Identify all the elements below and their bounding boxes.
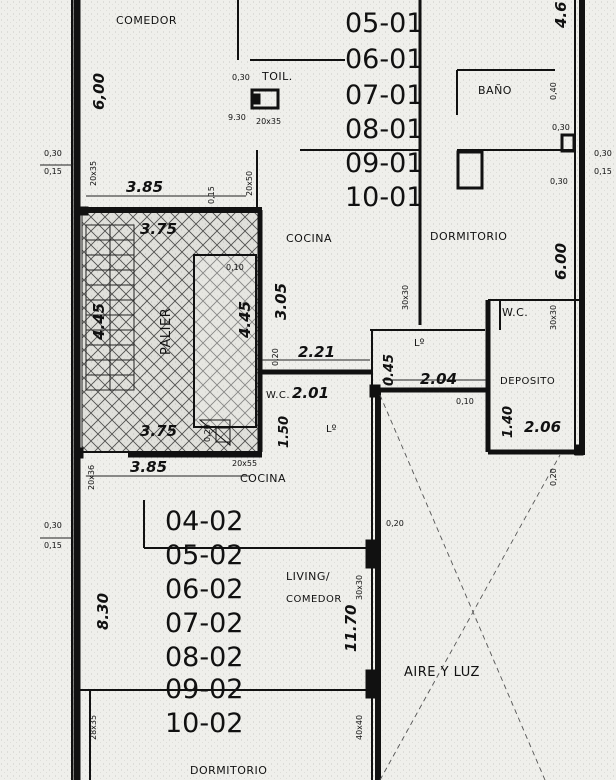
annotation: 20x50 <box>245 171 254 196</box>
annotation: 0,30 <box>594 149 612 158</box>
room-label-living-comedor: COMEDOR <box>286 594 342 605</box>
unit-number: 05-01 <box>345 8 423 39</box>
room-label-comedor-top: COMEDOR <box>116 14 177 27</box>
dim-0-45: 0.45 <box>382 354 397 386</box>
unit-number: 08-01 <box>345 114 423 145</box>
annotation: 0,30 <box>44 149 62 158</box>
dimension-lines <box>40 164 486 539</box>
room-label-living: LIVING/ <box>286 570 330 583</box>
interior-walls <box>74 0 584 780</box>
dim-8-30: 8.30 <box>94 593 112 630</box>
annotation: Lº <box>414 338 425 349</box>
unit-number: 09-01 <box>345 148 423 179</box>
annotation: 0,15 <box>44 167 62 176</box>
room-label-toilet: TOIL. <box>261 70 293 83</box>
dim-3-05: 3.05 <box>272 283 290 320</box>
dim-2-04: 2.04 <box>420 370 457 388</box>
annotation: 0,20 <box>203 424 212 442</box>
room-label-palier: PALIER <box>159 308 174 355</box>
dim-1-40: 1.40 <box>501 406 516 438</box>
unit-number: 04-02 <box>165 506 243 537</box>
annotation: 0,15 <box>44 541 62 550</box>
annotation: 9.30 <box>228 113 246 122</box>
small-annotations: 0,30 0,15 0,30 0,15 0,30 0,15 0,20 0,10 … <box>44 73 612 740</box>
room-label-wc-top: W.C. <box>502 306 528 319</box>
stair <box>85 224 135 391</box>
annotation: 0,10 <box>226 263 244 272</box>
annotation: 20x35 <box>256 117 281 126</box>
unit-number: 06-02 <box>165 574 243 605</box>
annotation: 0,30 <box>550 177 568 186</box>
annotation: 28x35 <box>89 715 98 740</box>
room-label-dormitorio-top: DORMITORIO <box>430 230 507 243</box>
annotation: 20x55 <box>232 459 257 468</box>
room-label-dormitorio-bottom: DORMITORIO <box>190 764 267 777</box>
dim-4-6: 4.6 <box>552 1 570 29</box>
annotation: 40x40 <box>355 715 364 740</box>
annotation: 0,15 <box>207 186 216 204</box>
annotation: 20x35 <box>89 161 98 186</box>
annotation: 0,30 <box>552 123 570 132</box>
palier-hatch <box>82 212 260 452</box>
dim-3-75-bottom: 3.75 <box>140 422 177 440</box>
room-label-bano: BAÑO <box>478 84 512 97</box>
dim-11-70: 11.70 <box>342 605 360 652</box>
annotation: 0,20 <box>386 519 404 528</box>
dim-2-01: 2.01 <box>292 384 329 402</box>
dim-6-00-right: 6.00 <box>552 243 570 280</box>
unit-number: 10-02 <box>165 708 243 739</box>
annotation: 30x30 <box>549 305 558 330</box>
dim-3-85-bottom: 3.85 <box>130 458 167 476</box>
unit-number: 08-02 <box>165 642 243 673</box>
annotation: 0,30 <box>44 521 62 530</box>
annotation: 30x30 <box>401 285 410 310</box>
annotation: Lº <box>326 424 337 435</box>
dim-4-45-right: 4.45 <box>236 301 254 339</box>
dim-6-00-left: 6,00 <box>90 73 108 110</box>
annotation: 20x36 <box>87 465 96 490</box>
room-label-cocina-mid: COCINA <box>240 472 286 485</box>
annotation: 0,10 <box>456 397 474 406</box>
room-label-wc-mid: W.C. <box>266 390 290 401</box>
annotation: 0,20 <box>549 468 558 486</box>
unit-number: 06-01 <box>345 44 423 75</box>
elevator-shaft <box>193 254 257 428</box>
unit-number: 09-02 <box>165 674 243 705</box>
room-label-aire-luz: AIRE Y LUZ <box>404 665 480 680</box>
annotation: 30x30 <box>355 575 364 600</box>
unit-list-bottom: 04-02 05-02 06-02 07-02 08-02 09-02 10-0… <box>165 506 243 739</box>
annotation: 0,15 <box>594 167 612 176</box>
aire-luz-patio <box>379 394 561 780</box>
room-label-deposito: DEPOSITO <box>500 376 555 387</box>
dim-2-06: 2.06 <box>524 418 561 436</box>
annotation: 0,40 <box>549 82 558 100</box>
annotation: 0,30 <box>232 73 250 82</box>
unit-number: 05-02 <box>165 540 243 571</box>
unit-number: 07-02 <box>165 608 243 639</box>
room-label-cocina-top: COCINA <box>286 232 332 245</box>
dim-3-75-top: 3.75 <box>140 220 177 238</box>
dim-3-85-top: 3.85 <box>126 178 163 196</box>
dim-4-45-left: 4.45 <box>90 303 108 341</box>
exterior-walls <box>71 0 585 780</box>
dim-2-21: 2.21 <box>298 343 335 361</box>
dim-1-50: 1.50 <box>277 416 292 448</box>
unit-number: 07-01 <box>345 80 423 111</box>
annotation: 0,20 <box>271 348 280 366</box>
unit-list-top: 05-01 06-01 07-01 08-01 09-01 10-01 <box>345 8 423 213</box>
unit-number: 10-01 <box>345 182 423 213</box>
